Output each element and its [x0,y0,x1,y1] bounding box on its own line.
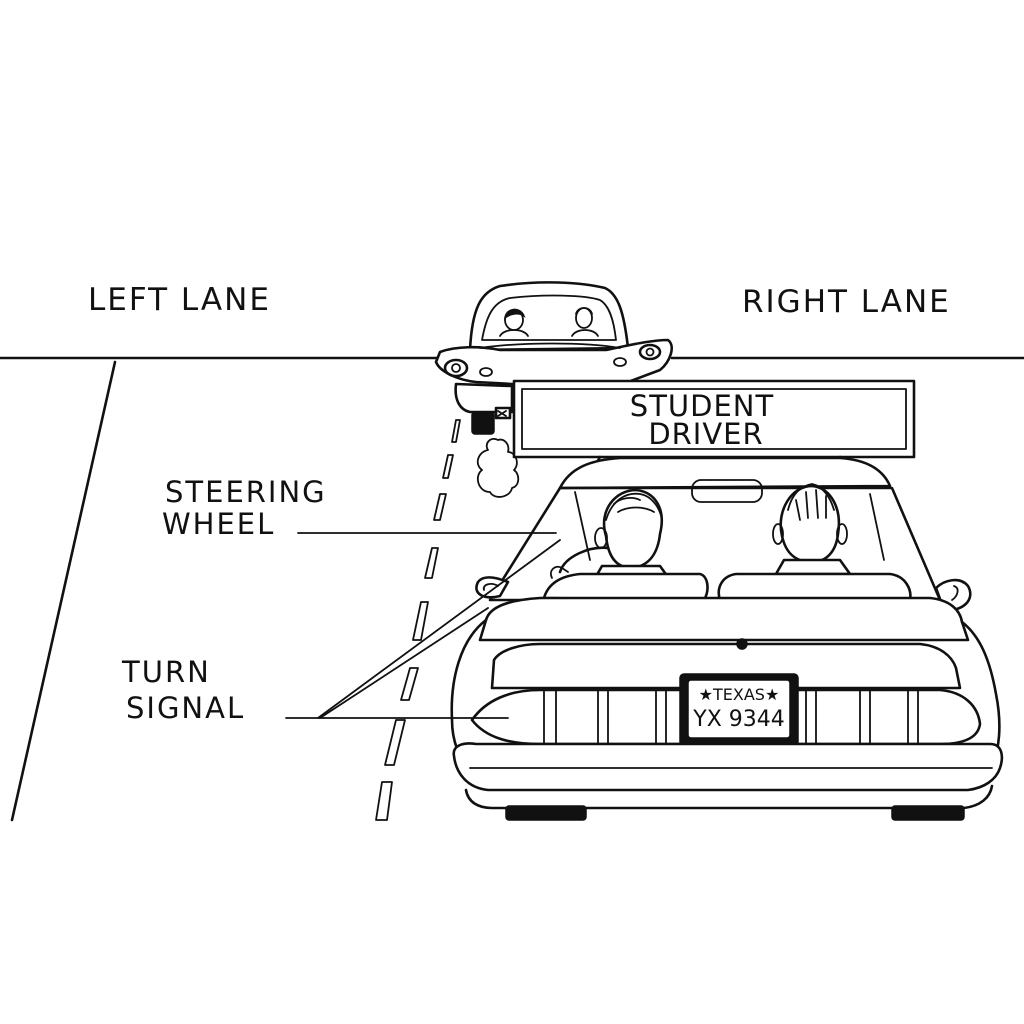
driver-figure [592,488,672,582]
plate-state: ★TEXAS★ [699,685,780,704]
steering-wheel [550,546,610,579]
car-ahead [434,281,673,435]
right-lane-label: RIGHT LANE [742,284,951,320]
exhaust-smoke [476,438,520,498]
rear-left-tire [505,805,587,821]
road-left-edge [10,360,117,822]
student-car: ★TEXAS★ YX 9344 [450,456,1004,821]
sign-line-1: STUDENT [630,389,774,423]
student-driver-sign: STUDENT DRIVER [512,379,916,466]
passenger-figure [772,483,852,576]
license-plate: ★TEXAS★ YX 9344 [679,673,799,747]
car-ahead-passenger [571,307,599,337]
steering-wheel-label-line1: STEERING [165,475,327,509]
turn-signal-leader [285,539,561,719]
sign-line-2: DRIVER [648,417,763,451]
plate-number: YX 9344 [692,707,785,732]
center-lane-dashes [375,419,461,821]
rear-grille [470,688,982,746]
turn-signal-label-line2: SIGNAL [126,691,245,725]
rear-right-tire [891,805,965,821]
steering-wheel-label-line2: WHEEL [162,507,275,541]
car-ahead-driver [499,308,529,337]
turn-signal-label-line1: TURN [121,655,211,689]
left-lane-label: LEFT LANE [88,282,271,318]
